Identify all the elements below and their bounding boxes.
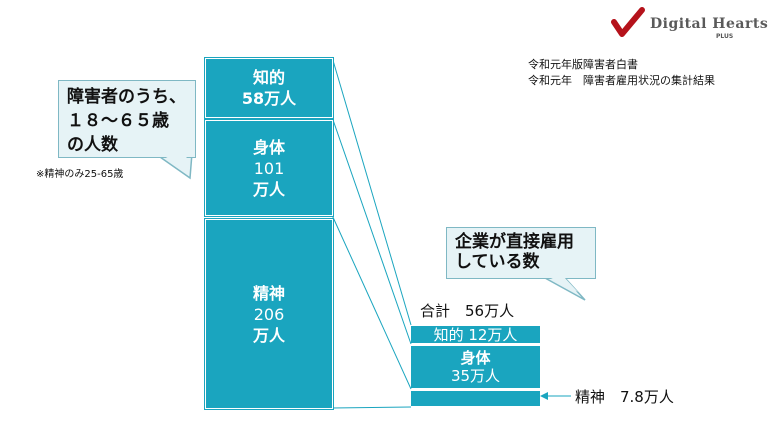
source-line-2: 令和元年 障害者雇用状況の集計結果	[528, 74, 715, 87]
left-callout: 障害者のうち、 １８～６５歳 の人数	[58, 80, 196, 158]
connector-mental-bottom	[331, 406, 412, 409]
connector-physical-bottom	[331, 214, 412, 390]
block-intellectual-value: 58万人	[241, 89, 297, 108]
block-mental-value: 206	[253, 304, 285, 324]
block-intellectual-label: 知的	[252, 68, 285, 87]
block-mental-label: 精神	[252, 283, 285, 303]
right-mental-label: 精神 7.8万人	[575, 388, 674, 406]
checkmark-icon	[611, 7, 645, 37]
digital-hearts-logo: Digital Hearts PLUS	[608, 6, 768, 42]
right-block-physical-label: 身体	[460, 349, 491, 367]
right-block-physical: 身体 35万人	[411, 346, 540, 388]
source-line-1: 令和元年版障害者白書	[528, 58, 638, 71]
block-physical-label: 身体	[252, 137, 285, 157]
block-intellectual: 知的 58万人	[205, 58, 333, 118]
left-callout-line-2: １８～６５歳	[67, 111, 169, 131]
right-block-physical-value: 35万人	[450, 367, 501, 385]
connector-intellectual-bottom	[331, 116, 412, 345]
arrow-head	[540, 392, 548, 400]
right-callout: 企業が直接雇用 している数	[446, 227, 596, 279]
right-block-intellectual: 知的 12万人	[411, 325, 540, 344]
logo-sub: PLUS	[716, 33, 734, 40]
right-callout-line-2: している数	[455, 252, 540, 272]
right-block-intellectual-text: 知的 12万人	[433, 325, 518, 344]
left-callout-line-3: の人数	[67, 135, 118, 155]
right-total: 合計 56万人	[420, 302, 515, 320]
logo-name: Digital Hearts	[650, 16, 768, 32]
connector-intellectual-top	[331, 56, 412, 326]
right-callout-line-1: 企業が直接雇用	[455, 232, 574, 252]
block-mental-unit: 万人	[252, 325, 285, 345]
left-callout-line-1: 障害者のうち、	[67, 87, 186, 107]
block-physical-value: 101	[253, 158, 285, 178]
block-mental: 精神 206 万人	[205, 219, 333, 409]
right-block-mental	[411, 391, 540, 406]
block-physical-unit: 万人	[252, 179, 285, 199]
note-text: ※精神のみ25-65歳	[36, 169, 124, 180]
block-physical: 身体 101 万人	[205, 120, 333, 216]
